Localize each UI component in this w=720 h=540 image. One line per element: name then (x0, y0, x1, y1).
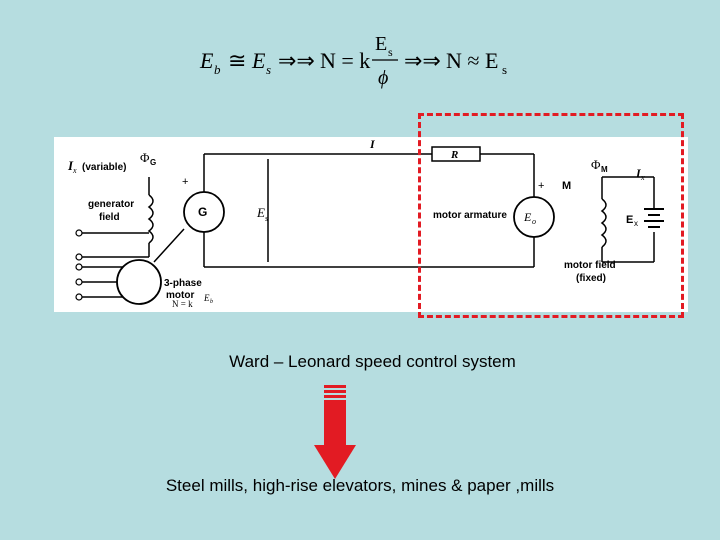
eo-label: E (523, 210, 532, 224)
motor-armature-label: motor armature (433, 210, 507, 221)
ix-left-sub: x (72, 166, 77, 175)
ex-sub: x (634, 219, 638, 228)
phi-g-sub: G (150, 158, 156, 167)
ex-label: E (626, 214, 633, 226)
es-sub: s (265, 214, 268, 223)
motor-field-line2: (fixed) (576, 273, 606, 284)
small-formula-eb-sub: b (210, 299, 213, 305)
ward-leonard-circuit: I x (variable) Φ G + generator field G E… (54, 137, 688, 312)
variable-label: (variable) (82, 162, 126, 173)
motor-m-label: M (562, 180, 571, 192)
resistor-symbol (431, 146, 481, 162)
formula-denominator: ϕ (378, 67, 388, 89)
diagram-caption: Ward – Leonard speed control system (229, 352, 516, 371)
formula-es-sub: s (266, 62, 271, 77)
formula-numerator-sub: s (388, 45, 393, 59)
motor-field-line1: motor field (564, 260, 616, 271)
small-formula-eb: E (203, 293, 210, 303)
applications-text: Steel mills, high-rise elevators, mines … (165, 476, 555, 495)
motor-section-highlight (418, 113, 684, 318)
down-arrow-icon (314, 385, 356, 479)
plus-left: + (182, 176, 188, 188)
speed-formula: E b ≅ E s ⇒⇒ N = k E s ϕ ⇒⇒ N ≈ E s (199, 33, 507, 89)
current-label: I (369, 137, 376, 151)
formula-implies-2: ⇒⇒ (404, 48, 441, 73)
formula-n-eq-k: N = k (320, 48, 370, 73)
formula-eb-sub: b (214, 62, 221, 77)
generator-symbol (183, 191, 225, 233)
three-phase-line2: motor (166, 290, 194, 301)
formula-es: E (251, 48, 266, 73)
small-formula-n-eq-k: N = k (172, 299, 193, 309)
ix-left-label: I (67, 158, 74, 173)
formula-implies-1: ⇒⇒ (278, 48, 315, 73)
three-phase-motor-symbol (116, 259, 162, 305)
phi-m-label: Φ (591, 157, 601, 172)
formula-eb: E (199, 48, 214, 73)
plus-right: + (538, 180, 544, 192)
es-label: E (256, 205, 265, 220)
resistor-label: R (450, 149, 458, 161)
three-phase-line1: 3-phase (164, 278, 202, 289)
phi-g-label: Φ (140, 150, 150, 165)
generator-field-line2: field (99, 212, 120, 223)
generator-field-line1: generator (88, 199, 134, 210)
phi-m-sub: M (601, 165, 608, 174)
formula-n-approx-sub: s (502, 62, 507, 77)
formula-approx: ≅ (228, 48, 246, 73)
formula-n-approx: N ≈ E (446, 48, 498, 73)
ix-right-label: I (635, 166, 642, 180)
motor-armature-symbol (513, 196, 555, 238)
eo-sub: o (532, 217, 536, 226)
ix-right-sub: x (640, 173, 645, 182)
generator-label: G (198, 205, 207, 219)
formula-numerator: E (375, 33, 387, 55)
small-formula-phi: ϕ (206, 311, 211, 312)
